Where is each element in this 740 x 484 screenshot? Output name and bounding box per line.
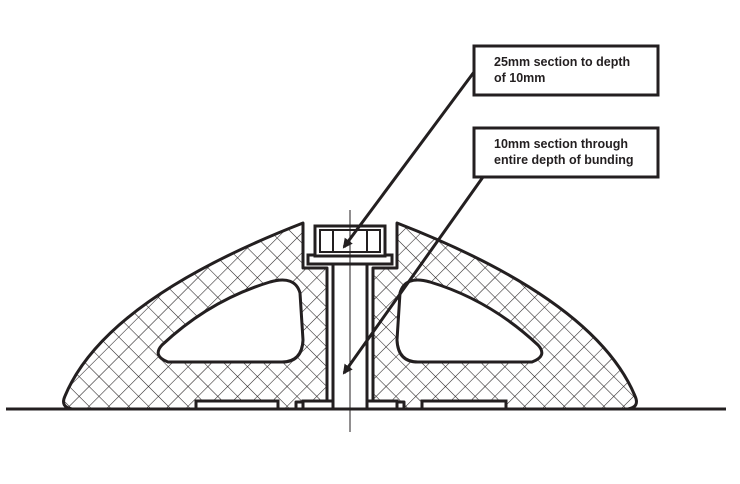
callout-25mm-section: 25mm section to depth of 10mm bbox=[472, 44, 660, 97]
base-recess-slots bbox=[194, 399, 508, 411]
callout-arrow-10mm bbox=[342, 176, 485, 375]
callout-box-10mm bbox=[472, 126, 660, 179]
callout-box-25mm bbox=[472, 44, 660, 97]
left-bund-section bbox=[62, 221, 329, 411]
callout-25mm-line-2: of 10mm bbox=[494, 71, 545, 85]
right-bund-section bbox=[371, 221, 638, 411]
right-bund-body bbox=[371, 221, 638, 411]
callout-10mm-line-1: 10mm section through bbox=[494, 137, 628, 151]
callout-25mm-line-1: 25mm section to depth bbox=[494, 55, 630, 69]
callout-10mm-line-2: entire depth of bunding bbox=[494, 153, 634, 167]
callout-arrow-25mm bbox=[342, 71, 476, 249]
callout-10mm-section: 10mm section through entire depth of bun… bbox=[472, 126, 660, 179]
left-bund-body bbox=[62, 221, 329, 411]
